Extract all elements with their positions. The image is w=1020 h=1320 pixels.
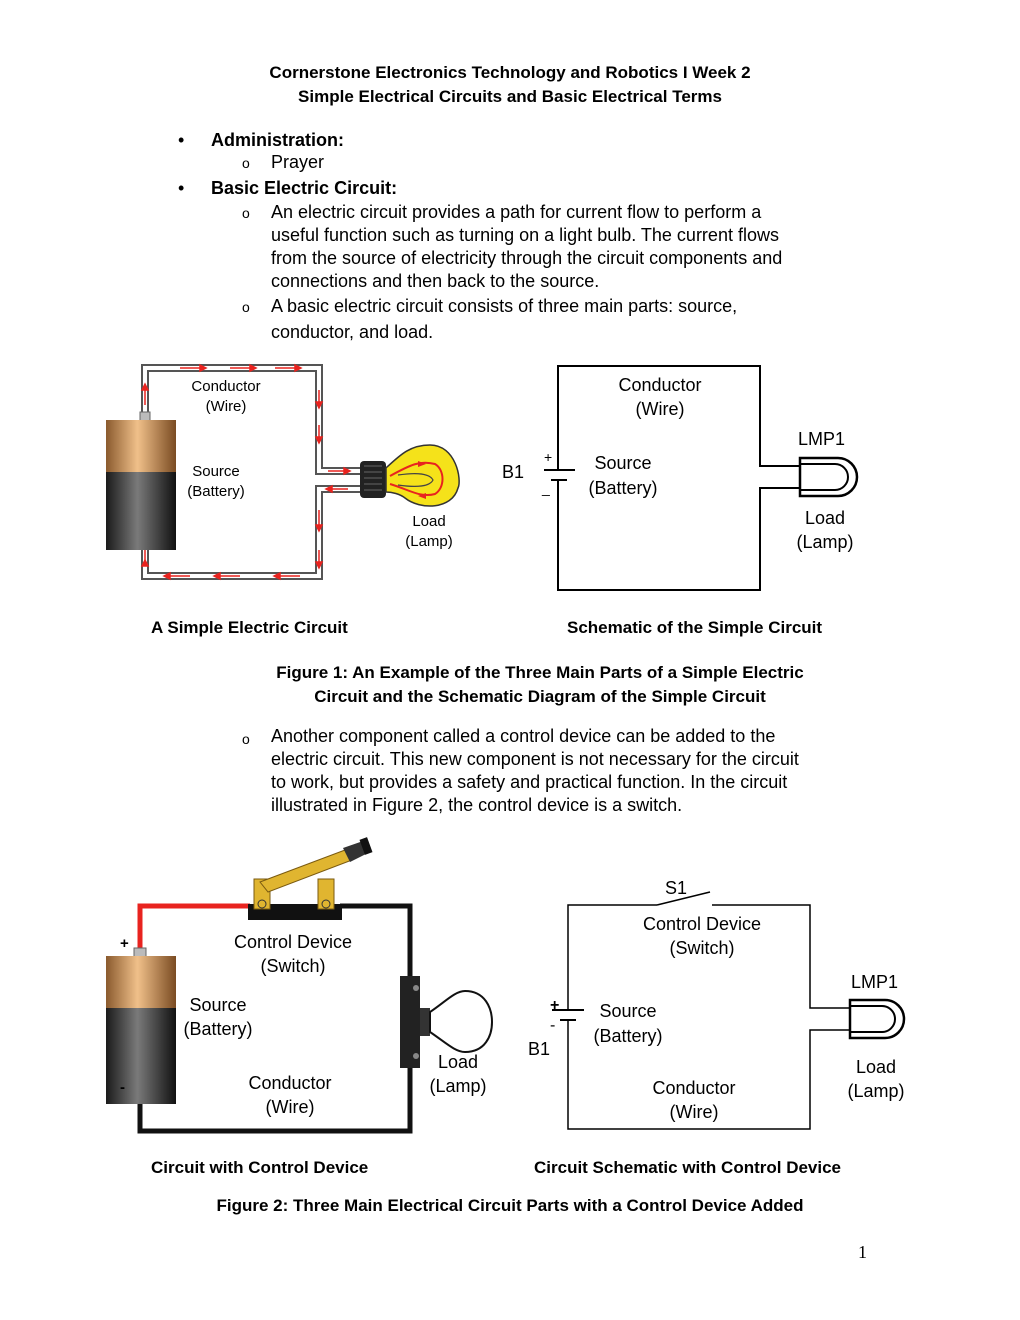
paragraph-circuit-path: An electric circuit provides a path for … — [271, 202, 783, 291]
label-source: Source — [594, 453, 651, 473]
circuit-with-switch-illustration: + - Control Device (Switch) Source (Batt… — [106, 837, 494, 1134]
label-minus: - — [550, 1017, 555, 1034]
label-battery: (Battery) — [187, 483, 245, 500]
section-heading-basic-circuit: Basic Electric Circuit: — [211, 178, 398, 198]
label-source: Source — [599, 1001, 656, 1021]
figure2-title: Figure 2: Three Main Electrical Circuit … — [216, 1196, 804, 1215]
caption-schematic: Schematic of the Simple Circuit — [567, 618, 823, 637]
label-minus: - — [120, 1079, 125, 1096]
label-wire: (Wire) — [266, 1097, 315, 1117]
figure1-title-line1: Figure 1: An Example of the Three Main P… — [276, 663, 804, 682]
label-plus: + — [544, 449, 552, 465]
label-load: Load — [412, 513, 445, 530]
sub-bullet-icon: o — [242, 205, 250, 221]
label-control-device: Control Device — [643, 914, 761, 934]
label-plus: + — [120, 935, 129, 952]
label-battery: (Battery) — [593, 1026, 662, 1046]
label-s1: S1 — [665, 878, 687, 898]
caption-circuit-control: Circuit with Control Device — [151, 1158, 369, 1177]
label-conductor: Conductor — [191, 378, 260, 395]
label-b1: B1 — [528, 1039, 550, 1059]
paragraph-three-parts: A basic electric circuit consists of thr… — [271, 296, 738, 342]
simple-circuit-schematic: Conductor (Wire) Source (Battery) + _ B1… — [502, 365, 859, 591]
label-lamp: (Lamp) — [847, 1081, 904, 1101]
caption-schematic-control: Circuit Schematic with Control Device — [534, 1158, 842, 1177]
sub-bullet-icon: o — [242, 731, 250, 747]
sub-bullet-icon: o — [242, 299, 250, 315]
label-minus: _ — [541, 480, 550, 496]
page-number: 1 — [858, 1242, 867, 1262]
label-lamp: (Lamp) — [429, 1076, 486, 1096]
label-source: Source — [189, 995, 246, 1015]
label-wire: (Wire) — [670, 1102, 719, 1122]
label-battery: (Battery) — [183, 1019, 252, 1039]
paragraph-control-device: Another component called a control devic… — [271, 726, 799, 815]
figure1-title-line2: Circuit and the Schematic Diagram of the… — [314, 687, 766, 706]
label-load: Load — [438, 1052, 478, 1072]
label-control-device: Control Device — [234, 932, 352, 952]
document-title: Cornerstone Electronics Technology and R… — [269, 63, 751, 82]
document-subtitle: Simple Electrical Circuits and Basic Ele… — [298, 87, 722, 106]
label-wire: (Wire) — [206, 398, 247, 415]
label-b1: B1 — [502, 462, 524, 482]
label-conductor: Conductor — [618, 375, 701, 395]
bullet-icon: • — [178, 130, 185, 150]
label-lmp1: LMP1 — [798, 429, 845, 449]
label-lmp1: LMP1 — [851, 972, 898, 992]
sub-bullet-icon: o — [242, 155, 250, 171]
label-load: Load — [805, 508, 845, 528]
label-switch: (Switch) — [669, 938, 734, 958]
label-lamp: (Lamp) — [796, 532, 853, 552]
label-lamp: (Lamp) — [405, 533, 453, 550]
caption-simple-circuit: A Simple Electric Circuit — [151, 618, 348, 637]
circuit-with-switch-schematic: S1 Control Device (Switch) + - B1 Source… — [528, 878, 906, 1130]
label-load: Load — [856, 1057, 896, 1077]
label-source: Source — [192, 463, 240, 480]
label-plus: + — [550, 997, 559, 1014]
label-conductor: Conductor — [248, 1073, 331, 1093]
label-switch: (Switch) — [260, 956, 325, 976]
bullet-icon: • — [178, 178, 185, 198]
simple-circuit-illustration: Conductor (Wire) Source (Battery) Load (… — [106, 363, 460, 581]
label-wire: (Wire) — [636, 399, 685, 419]
label-conductor: Conductor — [652, 1078, 735, 1098]
label-battery: (Battery) — [588, 478, 657, 498]
list-item-prayer: Prayer — [271, 152, 325, 172]
section-heading-administration: Administration: — [211, 130, 344, 150]
